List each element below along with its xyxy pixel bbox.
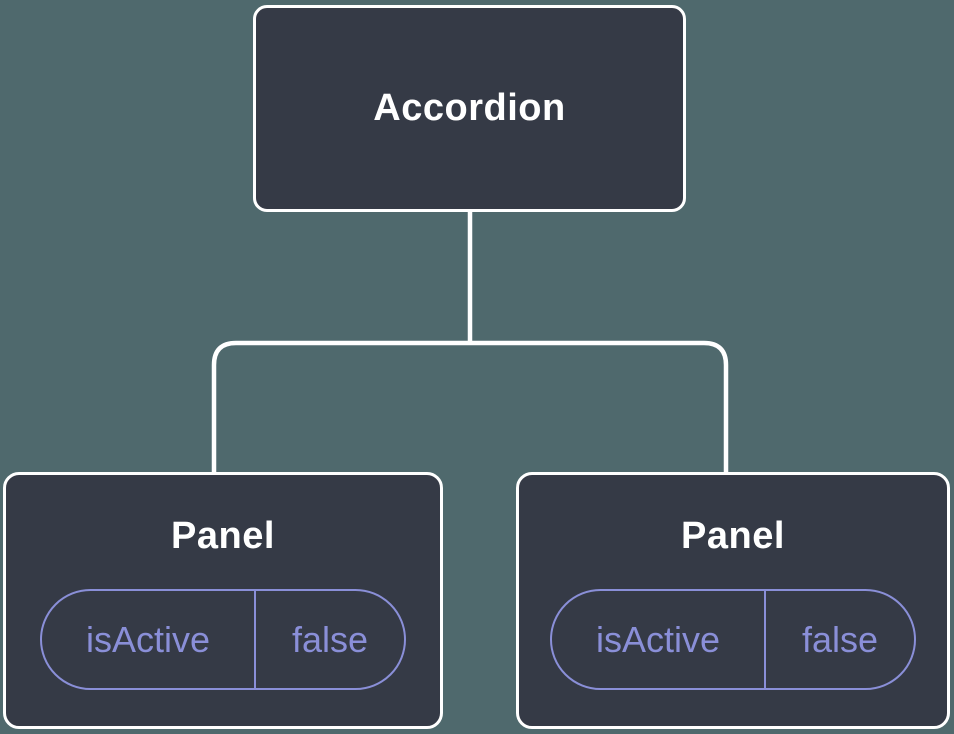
component-node-accordion: Accordion (253, 5, 686, 212)
state-value-label: false (291, 618, 369, 660)
state-value-label: false (801, 618, 879, 660)
panel-label: Panel (171, 515, 275, 557)
state-name-label: isActive (552, 591, 766, 688)
state-name-label: isActive (42, 591, 256, 688)
component-node-panel-1: Panel isActive false (3, 472, 443, 729)
connector-branch (211, 340, 729, 472)
state-pill: isActive false (550, 589, 916, 690)
state-pill: isActive false (40, 589, 406, 690)
component-label: Accordion (373, 87, 566, 129)
panel-label: Panel (681, 515, 785, 557)
component-node-panel-2: Panel isActive false (516, 472, 950, 729)
